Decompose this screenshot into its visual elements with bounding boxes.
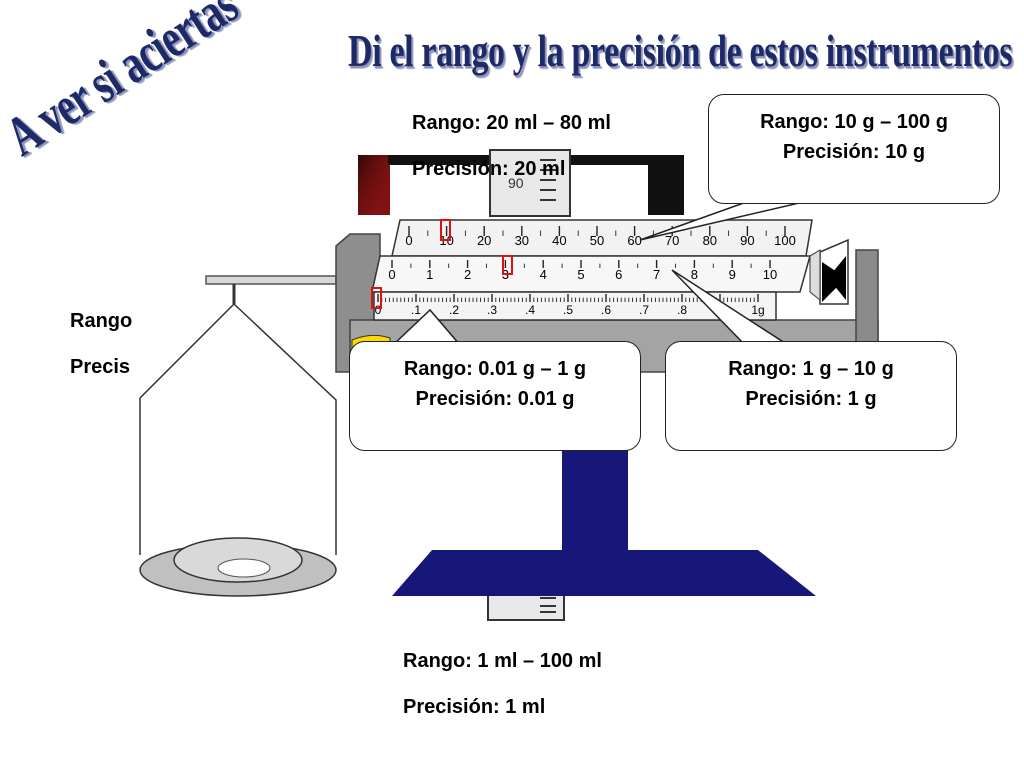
beam-label: 0 <box>388 267 395 282</box>
beam-label: 1 <box>426 267 433 282</box>
beam-label: 1g <box>751 303 764 317</box>
beam-label: 8 <box>691 267 698 282</box>
left-partial-range: Rango <box>70 310 133 332</box>
beam-label: 0 <box>405 233 412 248</box>
beam-label: .1 <box>411 303 421 317</box>
left-partial-precision: Precis <box>70 356 131 378</box>
top-cylinder-precision: Precisión: 20 ml <box>412 158 566 180</box>
beam-label: 4 <box>540 267 547 282</box>
beam-label: 9 <box>729 267 736 282</box>
beam-label: .3 <box>487 303 497 317</box>
beam-label: 0 <box>375 303 382 317</box>
beam-label: .4 <box>525 303 535 317</box>
beam-label: 80 <box>703 233 717 248</box>
callout-bottom-beam-precision: Precisión: 0.01 g <box>415 388 575 410</box>
slide-title: Di el rango y la precisión de estos inst… <box>348 25 1013 76</box>
beam-label: 60 <box>627 233 641 248</box>
callout-top-beam-precision: Precisión: 10 g <box>782 141 926 163</box>
top-cylinder-image: 90 <box>358 149 684 217</box>
beam-riders <box>371 219 513 309</box>
callout-bottom-beam-range: Rango: 0.01 g – 1 g <box>403 358 587 380</box>
beam-label: .5 <box>563 303 573 317</box>
beam-label: 6 <box>615 267 622 282</box>
beam-label: 100 <box>774 233 796 248</box>
beam-label: 50 <box>590 233 604 248</box>
top-cylinder-range: Rango: 20 ml – 80 ml <box>412 112 611 134</box>
hanging-pan <box>139 275 337 597</box>
beam-label: .6 <box>601 303 611 317</box>
callout-middle-beam-precision: Precisión: 1 g <box>745 388 877 410</box>
beam-label: 2 <box>464 267 471 282</box>
beam-label: 20 <box>477 233 491 248</box>
beam-label: 30 <box>515 233 529 248</box>
beam-label: 40 <box>552 233 566 248</box>
bottom-cylinder-precision: Precisión: 1 ml <box>403 696 546 718</box>
callout-top-beam-range: Rango: 10 g – 100 g <box>760 111 948 133</box>
balance-stand <box>392 440 816 596</box>
callout-middle-beam-range: Rango: 1 g – 10 g <box>728 358 894 380</box>
beam-label: 7 <box>653 267 660 282</box>
callout-middle-beam: Rango: 1 g – 10 g Precisión: 1 g <box>665 341 957 451</box>
beam-label: 90 <box>740 233 754 248</box>
beam-label: 5 <box>577 267 584 282</box>
callout-top-beam: Rango: 10 g – 100 g Precisión: 10 g <box>708 94 1000 204</box>
beam-label: .7 <box>639 303 649 317</box>
beam-label: .8 <box>677 303 687 317</box>
beam-label: 10 <box>763 267 777 282</box>
beam-label: .2 <box>449 303 459 317</box>
callout-bottom-beam: Rango: 0.01 g – 1 g Precisión: 0.01 g <box>349 341 641 451</box>
beam-label: 70 <box>665 233 679 248</box>
cylinder-scale-mark: 90 <box>508 175 524 191</box>
bottom-cylinder-range: Rango: 1 ml – 100 ml <box>403 650 602 672</box>
